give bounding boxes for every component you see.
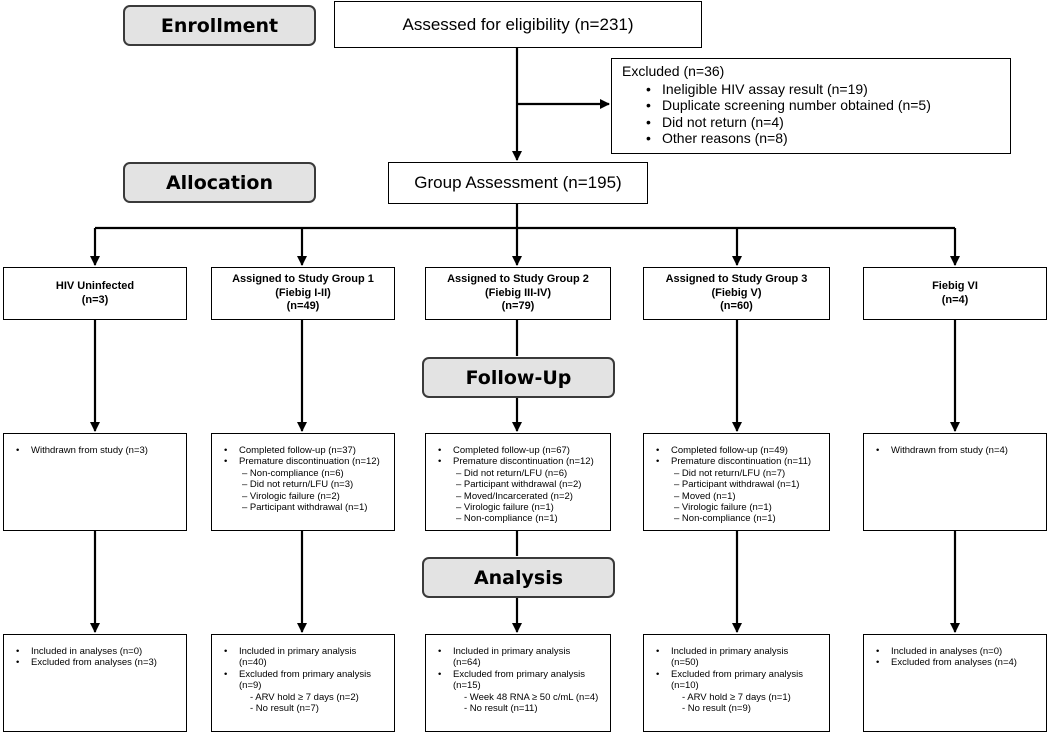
count-line: (n=64) bbox=[453, 657, 481, 669]
bullet-item: Excluded from primary analysis bbox=[436, 669, 604, 681]
group-count: (n=79) bbox=[501, 300, 535, 313]
stage-label-allocation: Allocation bbox=[123, 162, 316, 203]
group-title: HIV Uninfected bbox=[55, 280, 135, 292]
sub-item: – Non-compliance (n=1) bbox=[674, 513, 776, 525]
bullet-item: Included in analyses (n=0) bbox=[874, 646, 1040, 658]
sub-item: – Virologic failure (n=1) bbox=[456, 502, 554, 514]
bullet-item: Premature discontinuation (n=12) bbox=[222, 456, 388, 468]
sub-item: – Non-compliance (n=1) bbox=[456, 513, 558, 525]
bullet-item: Excluded from analyses (n=4) bbox=[874, 657, 1040, 669]
follow-up-box-study-group-3: Completed follow-up (n=49)Premature disc… bbox=[643, 433, 830, 531]
sub-item: – Did not return/LFU (n=7) bbox=[674, 467, 786, 479]
bullet-item: Included in analyses (n=0) bbox=[14, 646, 180, 658]
analysis-box-study-group-1: Included in primary analysis(n=40)Exclud… bbox=[211, 634, 395, 732]
box-item-list: Withdrawn from study (n=3) bbox=[14, 445, 180, 457]
sub-item: – Participant withdrawal (n=2) bbox=[456, 479, 582, 491]
bullet-item: Withdrawn from study (n=3) bbox=[14, 445, 180, 457]
stage-label-follow-up: Follow-Up bbox=[422, 357, 615, 398]
group-subtitle: (Fiebig I-II) bbox=[275, 286, 331, 299]
group-title: Fiebig VI bbox=[932, 280, 978, 292]
analysis-box-study-group-2: Included in primary analysis(n=64)Exclud… bbox=[425, 634, 611, 732]
group-assessment-box: Group Assessment (n=195) bbox=[388, 162, 648, 204]
bullet-item: Excluded from primary analysis bbox=[222, 669, 388, 681]
box-item-list: Completed follow-up (n=67)Premature disc… bbox=[436, 445, 604, 525]
sub-item: – Participant withdrawal (n=1) bbox=[674, 479, 800, 491]
bullet-item: Excluded from primary analysis bbox=[654, 669, 823, 681]
bullet-item: Premature discontinuation (n=11) bbox=[654, 456, 823, 468]
analysis-box-hiv-uninfected: Included in analyses (n=0)Excluded from … bbox=[3, 634, 187, 732]
box-item-list: Completed follow-up (n=37)Premature disc… bbox=[222, 445, 388, 513]
group-count: (n=49) bbox=[286, 300, 320, 313]
group-title: Assigned to Study Group 1 bbox=[232, 273, 374, 286]
group-box-study-group-2: Assigned to Study Group 2 (Fiebig III-IV… bbox=[425, 267, 611, 320]
group-title: Assigned to Study Group 3 bbox=[665, 273, 808, 286]
box-item-list: Included in primary analysis(n=40)Exclud… bbox=[222, 646, 388, 714]
sub-item: - No result (n=7) bbox=[250, 703, 319, 715]
follow-up-box-fiebig-vi: Withdrawn from study (n=4) bbox=[863, 433, 1047, 531]
count-line: (n=9) bbox=[239, 680, 262, 692]
sub-item: – Virologic failure (n=2) bbox=[242, 490, 340, 502]
sub-item: - Week 48 RNA ≥ 50 c/mL (n=4) bbox=[464, 691, 599, 703]
bullet-item: Excluded from analyses (n=3) bbox=[14, 657, 180, 669]
group-subtitle: (Fiebig V) bbox=[711, 286, 762, 299]
stage-label-analysis: Analysis bbox=[422, 557, 615, 598]
sub-item: – Did not return/LFU (n=6) bbox=[456, 467, 568, 479]
sub-item: – Participant withdrawal (n=1) bbox=[242, 502, 368, 514]
box-item-list: Included in primary analysis(n=50)Exclud… bbox=[654, 646, 823, 714]
follow-up-box-hiv-uninfected: Withdrawn from study (n=3) bbox=[3, 433, 187, 531]
bullet-item: Completed follow-up (n=49) bbox=[654, 445, 823, 457]
sub-item: - ARV hold ≥ 7 days (n=2) bbox=[250, 691, 359, 703]
group-box-study-group-3: Assigned to Study Group 3 (Fiebig V) (n=… bbox=[643, 267, 830, 320]
sub-item: – Moved/Incarcerated (n=2) bbox=[456, 490, 573, 502]
sub-item: – Virologic failure (n=1) bbox=[674, 502, 772, 514]
excluded-reason: Duplicate screening number obtained (n=5… bbox=[646, 97, 1000, 114]
sub-item: - No result (n=11) bbox=[464, 703, 538, 715]
count-line: (n=40) bbox=[239, 657, 267, 669]
excluded-reason: Did not return (n=4) bbox=[646, 114, 1000, 131]
sub-item: - No result (n=9) bbox=[682, 703, 751, 715]
sub-item: – Moved (n=1) bbox=[674, 490, 736, 502]
box-item-list: Included in primary analysis(n=64)Exclud… bbox=[436, 646, 604, 714]
assessed-eligibility-box: Assessed for eligibility (n=231) bbox=[334, 1, 702, 48]
group-count: (n=3) bbox=[81, 293, 109, 306]
bullet-item: Completed follow-up (n=67) bbox=[436, 445, 604, 457]
excluded-reason: Other reasons (n=8) bbox=[646, 130, 1000, 147]
excluded-reasons-list: Ineligible HIV assay result (n=19) Dupli… bbox=[622, 81, 1000, 147]
count-line: (n=15) bbox=[453, 680, 481, 692]
group-count: (n=4) bbox=[941, 293, 969, 306]
stage-label-enrollment: Enrollment bbox=[123, 5, 316, 46]
box-item-list: Completed follow-up (n=49)Premature disc… bbox=[654, 445, 823, 525]
bullet-item: Withdrawn from study (n=4) bbox=[874, 445, 1040, 457]
follow-up-box-study-group-1: Completed follow-up (n=37)Premature disc… bbox=[211, 433, 395, 531]
sub-item: – Did not return/LFU (n=3) bbox=[242, 479, 354, 491]
excluded-box: Excluded (n=36) Ineligible HIV assay res… bbox=[611, 58, 1011, 154]
group-box-study-group-1: Assigned to Study Group 1 (Fiebig I-II) … bbox=[211, 267, 395, 320]
bullet-item: Included in primary analysis bbox=[654, 646, 823, 658]
bullet-item: Included in primary analysis bbox=[436, 646, 604, 658]
bullet-item: Included in primary analysis bbox=[222, 646, 388, 658]
sub-item: - ARV hold ≥ 7 days (n=1) bbox=[682, 691, 791, 703]
sub-item: – Non-compliance (n=6) bbox=[242, 467, 344, 479]
bullet-item: Premature discontinuation (n=12) bbox=[436, 456, 604, 468]
count-line: (n=50) bbox=[671, 657, 699, 669]
analysis-box-study-group-3: Included in primary analysis(n=50)Exclud… bbox=[643, 634, 830, 732]
group-title: Assigned to Study Group 2 bbox=[447, 273, 589, 286]
analysis-box-fiebig-vi: Included in analyses (n=0)Excluded from … bbox=[863, 634, 1047, 732]
group-count: (n=60) bbox=[720, 300, 753, 313]
excluded-reason: Ineligible HIV assay result (n=19) bbox=[646, 81, 1000, 98]
follow-up-box-study-group-2: Completed follow-up (n=67)Premature disc… bbox=[425, 433, 611, 531]
box-item-list: Included in analyses (n=0)Excluded from … bbox=[874, 646, 1040, 669]
excluded-title: Excluded (n=36) bbox=[622, 63, 725, 79]
group-subtitle: (Fiebig III-IV) bbox=[485, 286, 551, 299]
group-box-hiv-uninfected: HIV Uninfected (n=3) bbox=[3, 267, 187, 320]
bullet-item: Completed follow-up (n=37) bbox=[222, 445, 388, 457]
box-item-list: Included in analyses (n=0)Excluded from … bbox=[14, 646, 180, 669]
count-line: (n=10) bbox=[671, 680, 699, 692]
group-box-fiebig-vi: Fiebig VI (n=4) bbox=[863, 267, 1047, 320]
box-item-list: Withdrawn from study (n=4) bbox=[874, 445, 1040, 457]
